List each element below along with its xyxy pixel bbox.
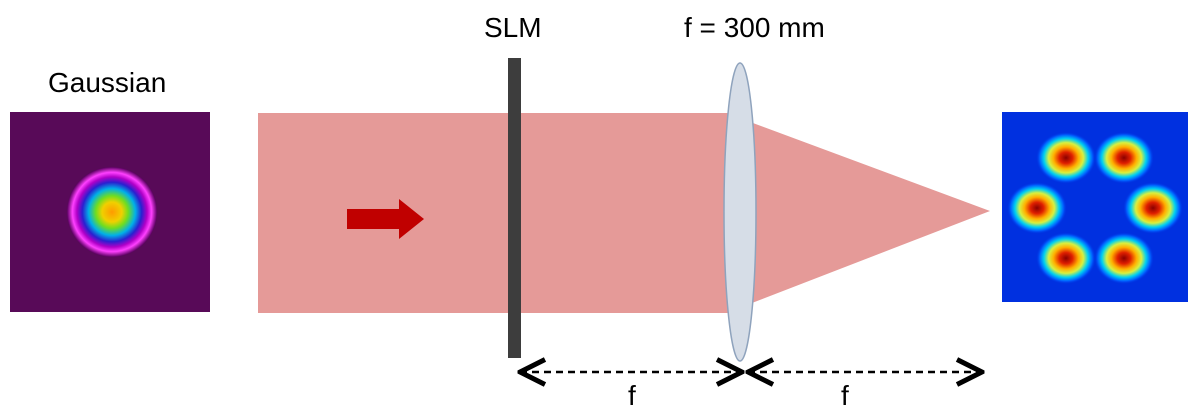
distance-label-1: f [628,380,636,411]
output-pattern-image [1002,112,1188,302]
lens-focal-label: f = 300 mm [684,12,825,43]
slm-label: SLM [484,12,542,43]
propagation-arrow [347,199,424,239]
output-lobe [1094,232,1154,285]
output-lobe [1094,131,1154,184]
laser-beam [258,113,990,313]
slm-panel [508,58,521,358]
output-lobes [1007,131,1183,285]
gaussian-profile-image [10,112,210,312]
gaussian-label: Gaussian [48,67,167,98]
output-lobe [1036,131,1096,184]
output-lobe [1036,232,1096,285]
output-lobe [1123,182,1183,234]
distance-label-2: f [841,380,849,411]
lens-icon [723,62,757,362]
output-lobe [1007,182,1067,234]
